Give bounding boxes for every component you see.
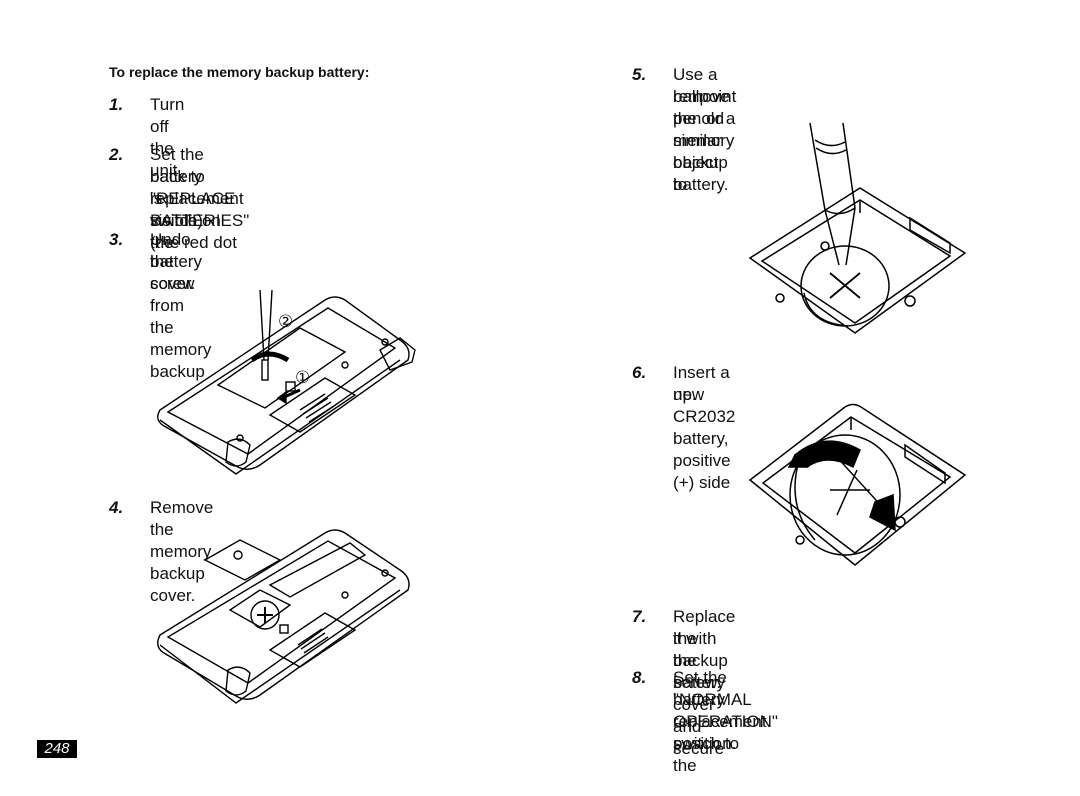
step-number: 6.: [632, 363, 647, 382]
step-number: 7.: [632, 607, 647, 626]
section-heading: To replace the memory backup battery:: [109, 64, 370, 80]
figure-remove-cover: [150, 525, 430, 705]
step-number: 2.: [109, 145, 124, 164]
step-number: 4.: [109, 498, 124, 517]
step-text-line: battery cover.: [150, 252, 202, 293]
figure-remove-battery: [740, 118, 970, 343]
step-number: 8.: [632, 668, 647, 687]
step-number: 5.: [632, 65, 647, 84]
step-text-line: Insert a new CR2032 battery, positive (+…: [673, 363, 736, 492]
callout-1: ①: [295, 368, 311, 387]
step-text-line: Replace the backup battery cover and sec…: [673, 607, 736, 758]
step-text-line: remove the old memory backup battery.: [673, 87, 735, 194]
step-text-line: Set the battery replacement switch on th…: [150, 145, 244, 252]
step-number: 3.: [109, 230, 124, 249]
step-number: 1.: [109, 95, 124, 114]
step-text-line: Set the battery replacement switch to th…: [673, 668, 767, 775]
step-text: Turn off the unit.: [150, 95, 185, 180]
callout-2: ②: [278, 312, 294, 331]
step-text-line: is visible).: [150, 189, 208, 230]
figure-insert-battery: [745, 395, 975, 575]
step-text-line: Use a ballpoint pen or a similar object …: [673, 65, 737, 194]
figure-unscrew-cover: ② ①: [150, 290, 430, 480]
page-number: 248: [37, 740, 77, 758]
step-text-line: up.: [673, 385, 697, 404]
step-text: Remove the memory backup cover.: [150, 498, 214, 605]
step-text-line: it with the screw.: [673, 629, 722, 692]
step-text-line: Undo the screw from the memory backup: [150, 230, 212, 381]
step-text-line: back to "REPLACE BATTERIES" (the red dot: [150, 167, 250, 252]
step-text-line: "NORMAL OPERATION" position.: [673, 690, 778, 753]
